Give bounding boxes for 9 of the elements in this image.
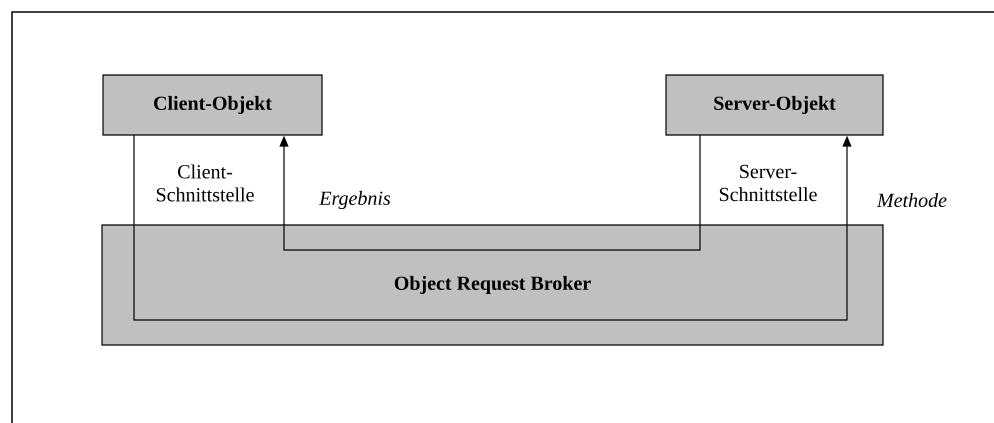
interface-label: Server-Schnittstelle [720,164,817,202]
interface-label: Client-Schnittstelle [156,164,254,202]
object-box: Client-Objekt [102,74,323,136]
edge-label: Methode [876,192,948,208]
object-box: Server-Objekt [665,74,884,136]
broker-band: Object Request Broker [101,224,884,346]
connector-line [699,136,701,224]
edge-label: Ergebnis [318,190,392,210]
connector-line [133,136,135,224]
